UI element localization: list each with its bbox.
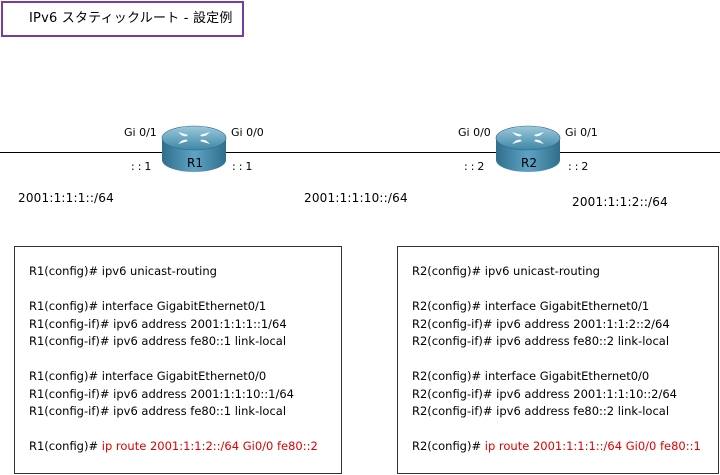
- config-spacer: [412, 351, 718, 369]
- r2-config-line: R2(config-if)# ipv6 address 2001:1:1:10:…: [412, 386, 677, 401]
- network-left-address: 2001:1:1:1::/64: [18, 191, 114, 205]
- r1-left-host: ::1: [131, 160, 155, 173]
- r2-static-route-line: R2(config)# ip route 2001:1:1:1::/64 Gi0…: [412, 438, 718, 456]
- r2-config-line: R2(config-if)# ipv6 address fe80::2 link…: [412, 404, 670, 418]
- r2-config-line: R2(config)# interface GigabitEthernet0/1: [412, 299, 650, 313]
- r2-right-host: ::2: [568, 160, 592, 173]
- config-spacer: [412, 421, 718, 439]
- r1-route-prompt: R1(config)#: [29, 439, 102, 453]
- network-line-right: [560, 152, 720, 153]
- r1-config-line: R1(config-if)# ipv6 address fe80::1 link…: [29, 334, 287, 348]
- r2-config-box: R2(config)# ipv6 unicast-routing R2(conf…: [397, 246, 719, 474]
- config-spacer: [412, 281, 718, 299]
- r2-right-interface: Gi 0/1: [565, 126, 598, 139]
- r2-config-line: R2(config-if)# ipv6 address 2001:1:1:2::…: [412, 316, 670, 331]
- config-spacer: [29, 351, 341, 369]
- network-middle-address: 2001:1:1:10::/64: [304, 191, 408, 205]
- r2-name: R2: [521, 156, 537, 170]
- diagram-title: IPv6 スタティックルート - 設定例: [1, 1, 244, 37]
- r1-right-host: ::1: [232, 160, 256, 173]
- config-spacer: [29, 281, 341, 299]
- r1-config-line: R1(config-if)# ipv6 address 2001:1:1:1::…: [29, 316, 287, 331]
- router-icon: [495, 125, 561, 172]
- r2-config-line: R2(config-if)# ipv6 address fe80::2 link…: [412, 334, 670, 348]
- r1-config-line: R1(config-if)# ipv6 address fe80::1 link…: [29, 404, 287, 418]
- r1-left-interface: Gi 0/1: [124, 126, 157, 139]
- r2-left-host: ::2: [464, 160, 488, 173]
- r1-static-route-line: R1(config)# ip route 2001:1:1:2::/64 Gi0…: [29, 438, 341, 456]
- r1-name: R1: [187, 156, 203, 170]
- network-line-middle: [226, 152, 496, 153]
- r2-config-line: R2(config)# interface GigabitEthernet0/0: [412, 369, 650, 383]
- r1-route-command: ip route 2001:1:1:2::/64 Gi0/0 fe80::2: [101, 439, 318, 453]
- network-line-left: [0, 152, 162, 153]
- r1-config-line: R1(config-if)# ipv6 address 2001:1:1:10:…: [29, 386, 294, 401]
- network-right-address: 2001:1:1:2::/64: [572, 195, 668, 209]
- r1-right-interface: Gi 0/0: [231, 126, 264, 139]
- r1-config-box: R1(config)# ipv6 unicast-routing R1(conf…: [14, 246, 342, 474]
- router-icon: [161, 125, 227, 172]
- r1-config-line: R1(config)# interface GigabitEthernet0/0: [29, 369, 267, 383]
- r1-config-line: R1(config)# interface GigabitEthernet0/1: [29, 299, 267, 313]
- r2-route-prompt: R2(config)#: [412, 439, 485, 453]
- r1-config-line: R1(config)# ipv6 unicast-routing: [29, 264, 217, 278]
- r2-route-command: ip route 2001:1:1:1::/64 Gi0/0 fe80::1: [484, 439, 701, 453]
- r2-config-line: R2(config)# ipv6 unicast-routing: [412, 264, 600, 278]
- r2-left-interface: Gi 0/0: [458, 126, 491, 139]
- config-spacer: [29, 421, 341, 439]
